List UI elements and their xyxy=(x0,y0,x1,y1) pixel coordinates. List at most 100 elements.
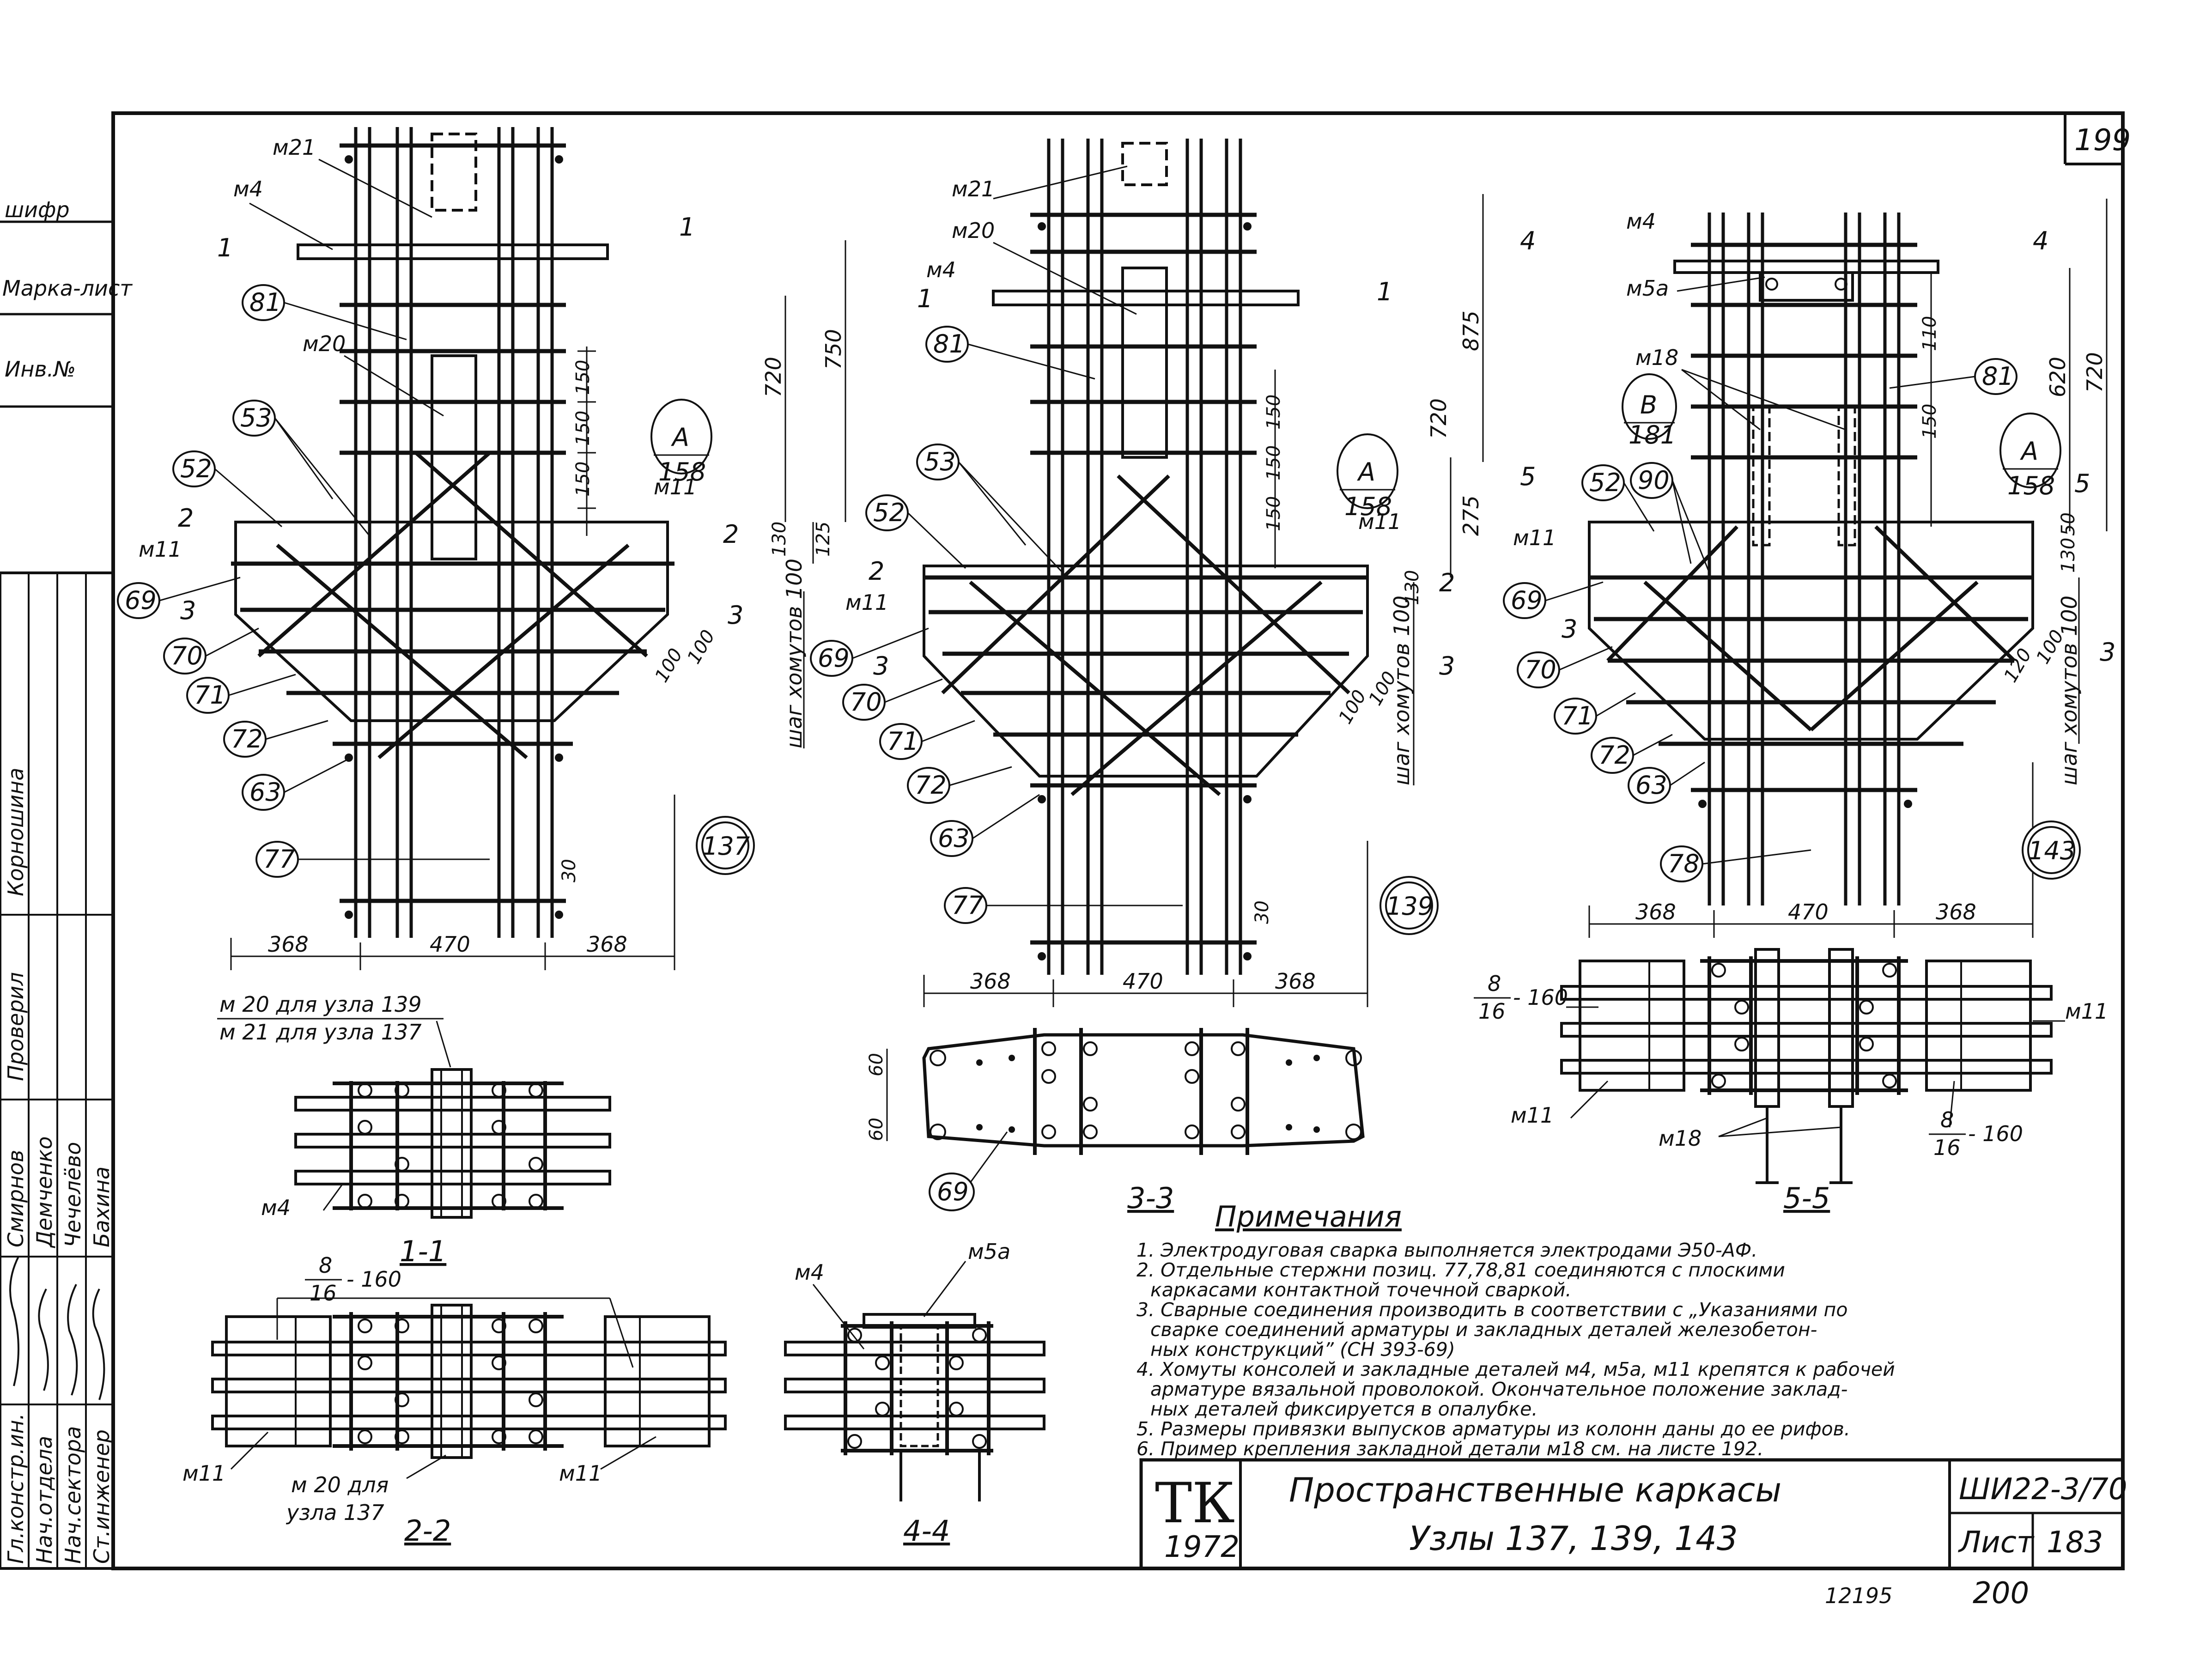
node-137-plate-m20 xyxy=(431,354,477,560)
node-143-console-outline xyxy=(1588,521,2034,741)
node-139-cut-1-right: 1 xyxy=(1377,277,1392,306)
node-139-dim-130: 130 xyxy=(1402,570,1423,605)
node-139-dim-275: 275 xyxy=(1458,495,1483,536)
notes-heading: Примечания xyxy=(1215,1200,1402,1234)
node-139-dim-368l: 368 xyxy=(970,969,1011,994)
node-139-mark-71: 71 xyxy=(887,727,919,756)
node-139-console-outline xyxy=(923,565,1369,778)
node-139-plate-m20 xyxy=(1121,267,1168,459)
node-139-cut-2-left: 2 xyxy=(869,557,884,586)
node-139-mark-63: 63 xyxy=(938,824,970,853)
node-139-dim-150b: 150 xyxy=(1263,445,1284,480)
staff-role-0: Гл.констр.ин. xyxy=(3,1413,28,1564)
node-137-bubble-A-top: А xyxy=(671,423,689,452)
node-139-annotations xyxy=(923,194,1484,1007)
node-143-leaders xyxy=(1545,376,1975,865)
node-137-id: 137 xyxy=(702,832,750,861)
node-137-dim-150b: 150 xyxy=(572,411,594,446)
node-143-mark-63: 63 xyxy=(1635,771,1667,800)
staff-name-3: Бахина xyxy=(89,1167,114,1247)
note-line-5: ных конструкций” (СН 393-69) xyxy=(1150,1338,1455,1361)
node-137-cut-1-right: 1 xyxy=(679,213,695,242)
node-143-mark-71: 71 xyxy=(1562,701,1593,730)
node-143-dim-110: 110 xyxy=(1919,316,1940,351)
node-143-bar-dots xyxy=(1698,800,1912,808)
title-block xyxy=(1139,1458,2125,1570)
node-137-dim-150c: 150 xyxy=(572,462,594,497)
node-143-bubble-B-top: В xyxy=(1640,390,1657,419)
node-137-dim-368r: 368 xyxy=(587,932,627,957)
node-143-cut-5-left: 5 xyxy=(1520,462,1536,491)
node-143-mark-72: 72 xyxy=(1598,741,1630,770)
node-137-leader-m4 xyxy=(249,202,333,250)
signature-scribble-0 xyxy=(9,1256,19,1386)
node-143 xyxy=(1588,213,2034,905)
node-143-leader-m5a xyxy=(1677,276,1765,292)
bottom-left-code: 12195 xyxy=(1825,1583,1892,1608)
section-3-3-dim2: 60 xyxy=(866,1118,887,1141)
node-139-cut-3-right: 3 xyxy=(1439,651,1455,681)
node-137-cut-3-left: 3 xyxy=(180,596,196,625)
node-139-id: 139 xyxy=(1386,892,1434,921)
section-5-5-frac-bot-right: 16 xyxy=(1933,1135,1961,1160)
section-3-3-dim1: 60 xyxy=(866,1053,887,1076)
section-5-5-frac-top-right: 8 xyxy=(1940,1107,1954,1132)
node-143-annotations xyxy=(1588,199,2108,938)
note-line-1: 2. Отдельные стержни позиц. 77,78,81 сое… xyxy=(1136,1259,1785,1281)
node-143-cut-4-right: 4 xyxy=(2033,226,2048,255)
node-137-vertical-bars xyxy=(354,127,554,938)
title-series: ШИ22-3/70 xyxy=(1959,1472,2127,1507)
node-137-mark-71: 71 xyxy=(194,681,226,710)
node-143-cut-4-left: 4 xyxy=(1520,226,1536,255)
node-139-mark-77: 77 xyxy=(952,891,984,920)
node-137-leaders xyxy=(159,302,490,860)
node-137-mark-m11r: м11 xyxy=(654,474,697,499)
node-143-dim-150: 150 xyxy=(1919,404,1940,439)
node-143-plate-m18-left xyxy=(1752,405,1771,547)
node-143-vertical-bars xyxy=(1708,213,1901,905)
node-139-mark-m4: м4 xyxy=(926,257,956,282)
node-143-cut-5-right: 5 xyxy=(2074,469,2090,498)
node-137-dim-368l: 368 xyxy=(268,932,309,957)
node-137-dim-470: 470 xyxy=(430,932,470,957)
title-logo-year: 1972 xyxy=(1164,1530,1240,1564)
node-137-mark-m20: м20 xyxy=(303,331,346,356)
node-143-dim-720: 720 xyxy=(2082,352,2107,393)
node-143-stirrup-label: шаг хомутов 100 xyxy=(2057,596,2082,785)
signature-scribble-2 xyxy=(67,1284,78,1396)
node-143-mark-m5a: м5а xyxy=(1626,276,1669,301)
notes-block: Примечания 1. Электродуговая сварка выпо… xyxy=(1136,1200,1895,1460)
section-5-5-title: 5-5 xyxy=(1783,1181,1830,1215)
note-line-0: 1. Электродуговая сварка выполняется эле… xyxy=(1136,1239,1757,1261)
node-137-dim-100a: 100 xyxy=(651,645,687,686)
tab-shifr: шифр xyxy=(5,197,70,222)
section-1-1-label-b: м 21 для узла 137 xyxy=(219,1020,422,1045)
node-143-leader-m18a xyxy=(1681,369,1761,431)
section-2-2-m11-left: м11 xyxy=(182,1461,225,1486)
staff-name-0: Смирнов xyxy=(3,1150,28,1247)
node-139-mark-53: 53 xyxy=(924,447,956,476)
checked-name: Корношина xyxy=(3,768,28,896)
node-143-dim-620: 620 xyxy=(2045,357,2070,397)
node-139-bubble-A-bottom: 158 xyxy=(1344,492,1392,521)
node-139-leader-m21 xyxy=(993,165,1128,200)
node-137-mark-70: 70 xyxy=(171,641,203,670)
node-143-dim-130: 130 xyxy=(2058,538,2079,573)
node-139-dim-470: 470 xyxy=(1123,969,1163,994)
node-137-mark-77: 77 xyxy=(263,845,295,874)
node-139-bar-dots xyxy=(1038,222,1252,960)
section-3-3-mark-69: 69 xyxy=(937,1177,969,1206)
node-137-console-outline xyxy=(234,521,669,722)
section-3-3 xyxy=(886,1028,1365,1211)
node-139-bubble-A-top: А xyxy=(1357,457,1375,486)
node-143-mark-90: 90 xyxy=(1638,466,1670,495)
checked-label: Проверил xyxy=(3,972,28,1081)
section-2-2-m11-right: м11 xyxy=(559,1461,602,1486)
node-137-cut-2-left: 2 xyxy=(178,504,194,533)
section-2-2-title: 2-2 xyxy=(404,1514,451,1548)
node-137-mark-m21: м21 xyxy=(273,135,316,160)
node-143-cut-3-left: 3 xyxy=(1562,614,1577,644)
node-139-dim-720: 720 xyxy=(1426,398,1451,439)
section-4-4 xyxy=(784,1261,1045,1501)
tab-marka-list: Марка-лист xyxy=(2,276,133,301)
